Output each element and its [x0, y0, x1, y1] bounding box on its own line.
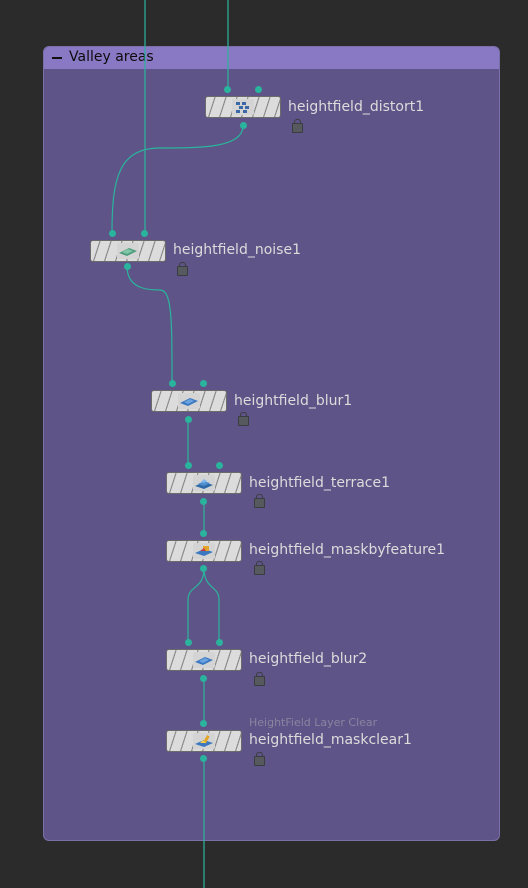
- lock-icon: [254, 494, 265, 508]
- node-comment-heightfield-maskclear1: HeightField Layer Clear: [249, 716, 378, 729]
- input-port[interactable]: [185, 639, 192, 646]
- node-label-heightfield-maskclear1: heightfield_maskclear1: [249, 732, 412, 748]
- input-port[interactable]: [109, 230, 116, 237]
- minus-icon[interactable]: [52, 57, 62, 59]
- node-label-heightfield-blur1: heightfield_blur1: [234, 393, 353, 409]
- input-port[interactable]: [141, 230, 148, 237]
- input-port[interactable]: [216, 639, 223, 646]
- lock-icon: [254, 561, 265, 575]
- node-label-heightfield-terrace1: heightfield_terrace1: [249, 475, 390, 491]
- blur-icon: [178, 393, 200, 409]
- input-port[interactable]: [255, 86, 262, 93]
- output-port[interactable]: [200, 755, 207, 762]
- input-port[interactable]: [200, 380, 207, 387]
- node-heightfield-noise1[interactable]: [90, 240, 166, 262]
- input-port[interactable]: [200, 720, 207, 727]
- blur-icon: [193, 652, 215, 668]
- node-heightfield-maskclear1[interactable]: [166, 730, 242, 752]
- node-heightfield-blur2[interactable]: [166, 649, 242, 671]
- input-port[interactable]: [224, 86, 231, 93]
- terrace-icon: [193, 475, 215, 491]
- node-label-heightfield-distort1: heightfield_distort1: [288, 99, 425, 115]
- node-heightfield-blur1[interactable]: [151, 390, 227, 412]
- node-label-heightfield-maskbyfeature1: heightfield_maskbyfeature1: [249, 542, 446, 558]
- lock-icon: [254, 752, 265, 766]
- input-port[interactable]: [216, 462, 223, 469]
- network-box-title: Valley areas: [69, 49, 154, 65]
- output-port[interactable]: [240, 122, 247, 129]
- node-label-heightfield-noise1: heightfield_noise1: [173, 242, 301, 258]
- node-heightfield-terrace1[interactable]: [166, 472, 242, 494]
- mask-clear-icon: [193, 733, 215, 749]
- network-box-header[interactable]: Valley areas: [44, 47, 499, 69]
- output-port[interactable]: [185, 416, 192, 423]
- lock-icon: [254, 672, 265, 686]
- output-port[interactable]: [124, 263, 131, 270]
- node-heightfield-maskbyfeature1[interactable]: [166, 540, 242, 562]
- input-port[interactable]: [200, 530, 207, 537]
- input-port[interactable]: [169, 380, 176, 387]
- output-port[interactable]: [200, 565, 207, 572]
- mask-by-feature-icon: [193, 543, 215, 559]
- lock-icon: [292, 119, 303, 133]
- lock-icon: [177, 262, 188, 276]
- output-port[interactable]: [200, 675, 207, 682]
- node-label-heightfield-blur2: heightfield_blur2: [249, 651, 368, 667]
- distort-icon: [232, 99, 254, 115]
- noise-icon: [117, 243, 139, 259]
- node-heightfield-distort1[interactable]: [205, 96, 281, 118]
- input-port[interactable]: [185, 462, 192, 469]
- lock-icon: [238, 412, 249, 426]
- output-port[interactable]: [200, 498, 207, 505]
